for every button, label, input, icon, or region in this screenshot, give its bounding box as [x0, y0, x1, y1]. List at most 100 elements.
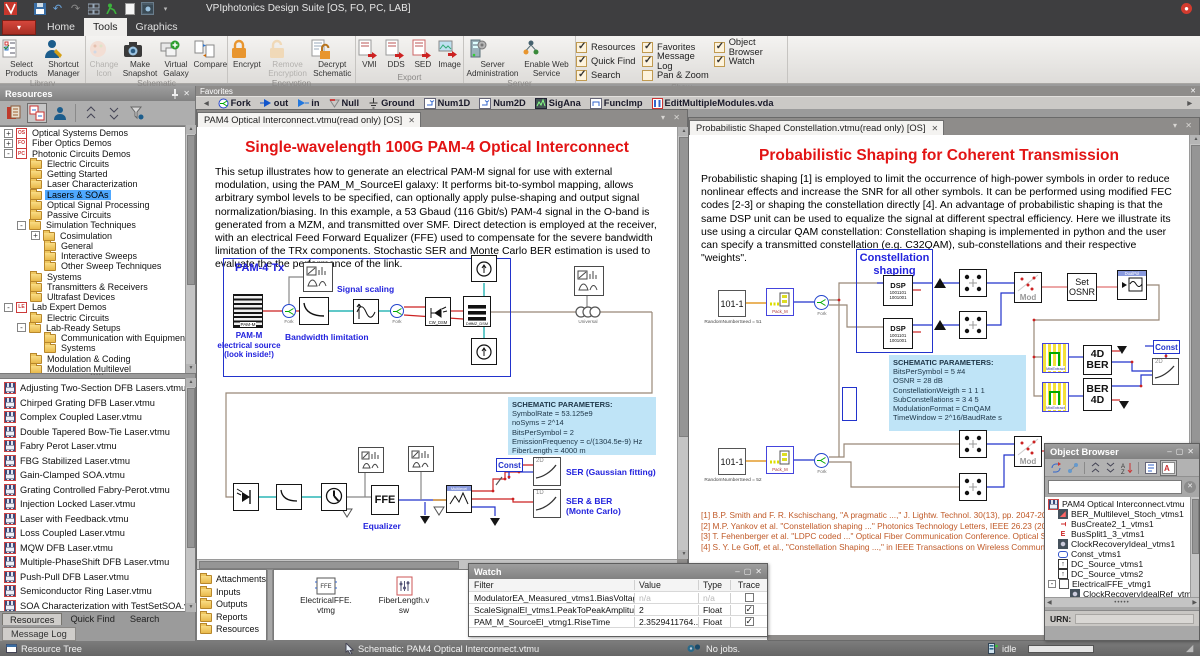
tree-item[interactable]: -Simulation Techniques [0, 219, 195, 231]
close-icon[interactable]: ✕ [755, 567, 762, 576]
show-panzoom-checkbox[interactable]: Pan & Zoom [642, 68, 710, 82]
file-item[interactable]: Complex Coupled Laser.vtmu [0, 410, 195, 425]
minimize-icon[interactable]: – [1167, 447, 1172, 456]
doc1-tab[interactable]: PAM4 Optical Interconnect.vtmu(read only… [197, 112, 421, 127]
encrypt-button[interactable]: Encrypt [228, 37, 266, 78]
view-icon[interactable] [1143, 460, 1158, 475]
dc-source-block[interactable] [471, 338, 497, 365]
maximize-icon[interactable]: ▢ [743, 567, 752, 576]
mixextract-block[interactable]: MixExtract [1042, 382, 1069, 412]
expand-icon[interactable]: - [4, 149, 13, 159]
scroll-left-icon[interactable]: ◀ [204, 100, 209, 107]
folder-item[interactable]: Resources [200, 623, 266, 636]
quick-access-dropdown-icon[interactable]: ▾ [163, 5, 168, 13]
checkbox-icon[interactable] [576, 55, 587, 67]
show-messagelog-checkbox[interactable]: Message Log [642, 51, 710, 71]
file-item[interactable]: Adjusting Two-Section DFB Lasers.vtmu [0, 381, 195, 396]
python-script-block[interactable] [842, 387, 857, 421]
favorite-editmultiplemodules[interactable]: EditMultipleModules.vda [651, 97, 774, 109]
analyzer-block[interactable] [358, 447, 384, 473]
fork-block[interactable] [814, 295, 829, 310]
minimize-icon[interactable]: – [735, 567, 740, 576]
prbs-block[interactable]: 101-1 [718, 448, 746, 475]
close-tab-icon[interactable]: ✕ [931, 123, 939, 133]
show-quickfind-checkbox[interactable]: Quick Find [576, 54, 638, 68]
shortcut-manager-button[interactable]: Shortcut Manager [43, 37, 85, 78]
dsp-block[interactable]: DSP 1001101 1001001 [883, 275, 913, 306]
decrypt-schematic-button[interactable]: Decrypt Schematic [309, 37, 355, 78]
doc1-content[interactable]: Single-wavelength 100G PAM-4 Optical Int… [197, 127, 677, 559]
ob-item[interactable]: PAM4 Optical Interconnect.vtmu [1045, 498, 1199, 510]
multilevel-decision-block[interactable]: Multilevel [446, 485, 472, 513]
checkbox-icon[interactable] [713, 41, 725, 53]
file-list-scrollbar[interactable]: ▲▼ [185, 378, 196, 612]
ob-item[interactable]: -ElectricalFFE_vtmg1 [1045, 579, 1199, 589]
close-icon[interactable]: ✕ [1190, 88, 1196, 95]
file-item[interactable]: Fabry Perot Laser.vtmu [0, 439, 195, 454]
mixextract-block[interactable]: MixExtract [1042, 343, 1069, 373]
demos-icon[interactable] [27, 103, 47, 123]
file-item[interactable]: Semiconductor Ring Laser.vtmu [0, 584, 195, 599]
doc1-horizontal-scrollbar[interactable] [197, 559, 677, 570]
ffe-block[interactable]: FFE [371, 485, 399, 515]
modules-icon[interactable] [87, 2, 100, 15]
file-item[interactable]: FBG Stabilized Laser.vtmu [0, 454, 195, 469]
image-export-button[interactable]: Image [436, 37, 463, 72]
close-icon[interactable]: ✕ [183, 89, 190, 98]
lowpass-filter-block[interactable] [299, 297, 329, 325]
refresh-icon[interactable] [1048, 460, 1063, 475]
superposition-block[interactable] [959, 269, 987, 297]
snapshot-icon[interactable] [141, 2, 154, 15]
const-block[interactable]: Const [1153, 340, 1180, 354]
redo-icon[interactable]: ↷ [70, 3, 81, 15]
dualpol-receiver-block[interactable]: DualPol [1117, 270, 1147, 300]
tree-scrollbar[interactable]: ▲▼ [185, 125, 196, 373]
file-item[interactable]: MQW DFB Laser.vtmu [0, 541, 195, 556]
fork-block[interactable] [282, 304, 296, 318]
close-tab-icon[interactable]: ✕ [408, 115, 415, 125]
server-administration-button[interactable]: Server Administration [466, 37, 520, 78]
select-products-button[interactable]: Select Products [1, 37, 43, 78]
expand-icon[interactable]: - [4, 302, 13, 312]
dsp-block[interactable]: DSP 1001101 1001001 [883, 318, 913, 349]
ob-item[interactable]: ↑DC_Source_vtms1 [1045, 559, 1199, 569]
tab-resources[interactable]: Resources [2, 613, 63, 625]
make-snapshot-button[interactable]: Make Snapshot [122, 37, 159, 78]
compare-button[interactable]: Compare [194, 37, 227, 78]
file-item[interactable]: Injection Locked Laser.vtmu [0, 497, 195, 512]
link-icon[interactable] [1065, 460, 1080, 475]
tab-tools[interactable]: Tools [84, 18, 127, 36]
undo-icon[interactable]: ↶ [52, 3, 63, 15]
tab-graphics[interactable]: Graphics [135, 21, 178, 33]
favorite-null[interactable]: Null [328, 98, 359, 108]
tree-item[interactable]: Modulation Multilevel [0, 362, 195, 373]
dds-export-button[interactable]: DDS [383, 37, 410, 72]
urn-field[interactable] [1075, 613, 1194, 624]
plot-2d-block[interactable]: 2D [1152, 358, 1179, 385]
dc-source-block[interactable] [471, 255, 497, 282]
expand-icon[interactable]: - [17, 323, 26, 333]
expand-icon[interactable]: + [4, 128, 13, 138]
fork-block[interactable] [390, 304, 404, 318]
tree-item[interactable]: Systems [0, 342, 195, 354]
ob-scrollbar[interactable] [1190, 497, 1199, 597]
maximize-icon[interactable]: ▢ [1175, 447, 1184, 456]
modulator-block[interactable]: Mod [1014, 272, 1042, 303]
tree-item[interactable]: General [0, 239, 195, 251]
expand-icon[interactable]: + [31, 231, 40, 241]
tab-home[interactable]: Home [47, 21, 76, 33]
const-block[interactable]: Const [496, 458, 523, 472]
vmi-export-button[interactable]: VMI [356, 37, 383, 72]
show-objectbrowser-checkbox[interactable]: Object Browser [713, 37, 787, 57]
tree-item[interactable]: Communication with Equipment [0, 332, 195, 344]
file-item[interactable]: Gain-Clamped SOA.vtmu [0, 468, 195, 483]
doc2-window-controls[interactable]: ▾ ✕ [1173, 121, 1195, 130]
cw-laser-block[interactable]: CW_DSM [425, 297, 451, 326]
virtual-galaxy-button[interactable]: Virtual Galaxy [159, 37, 194, 78]
watch-header[interactable]: Watch – ▢ ✕ [469, 564, 767, 579]
close-icon[interactable]: ✕ [1187, 447, 1194, 456]
